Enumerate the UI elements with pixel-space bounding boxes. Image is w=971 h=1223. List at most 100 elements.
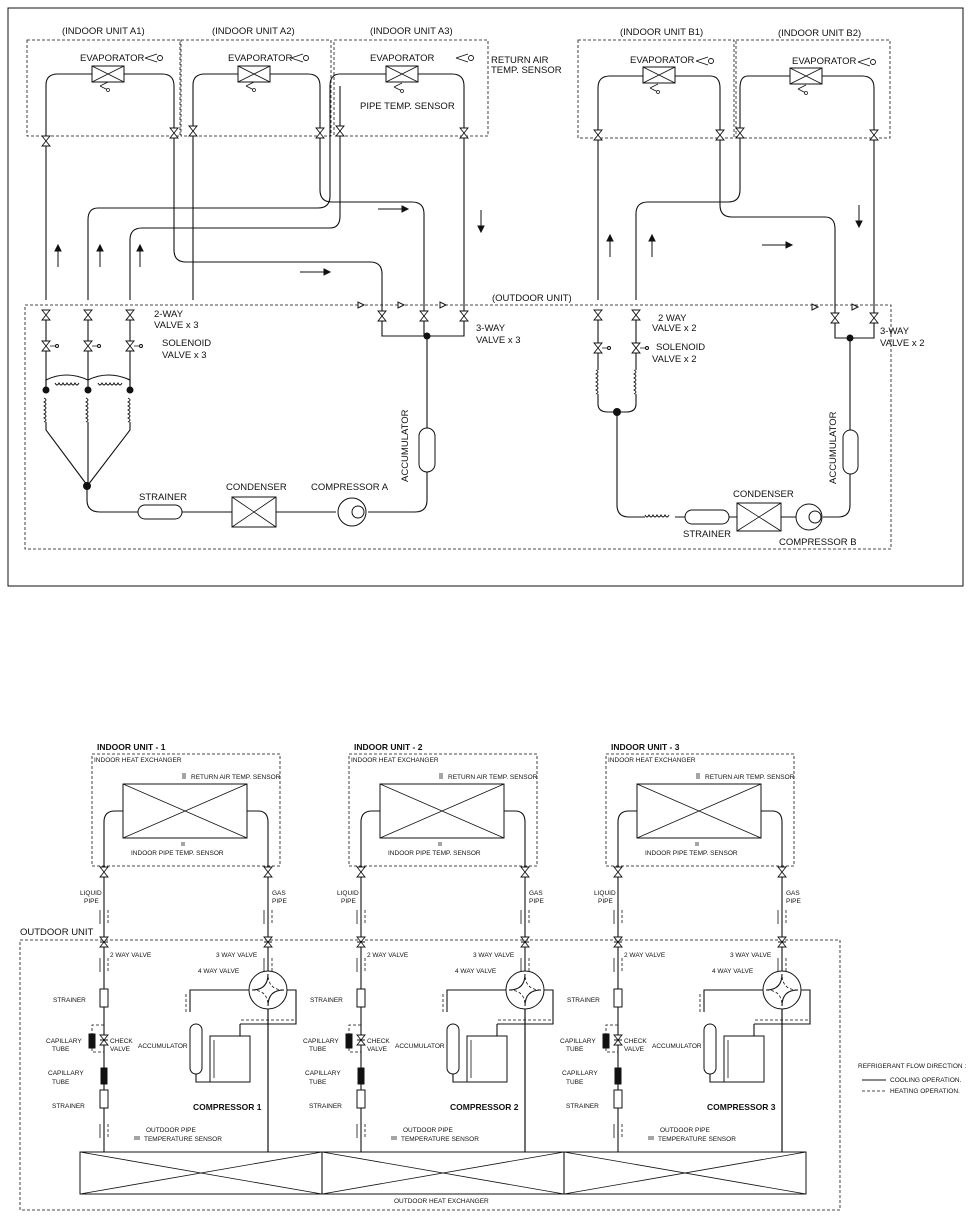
indoor-pipe-sensor-icon [438,842,442,846]
heating-flow-path [699,994,808,1021]
flow-arrow-icon [136,244,144,268]
capillary-label-1: CAPILLARY [560,1038,596,1045]
liquid-pipe-label-1: LIQUID [594,890,616,897]
fan-icon [857,57,876,67]
evaporator-label-a3: EVAPORATOR [370,53,435,64]
check-valve-icon [613,1034,623,1046]
indoor-pipe-sensor-label: INDOOR PIPE TEMP. SENSOR [131,850,224,857]
valve-icon [356,866,366,878]
top-frame [7,7,964,587]
refrigerant-pipe [703,989,811,1152]
outdoor-unit-label-bottom: OUTDOOR UNIT [20,927,94,938]
strainer-icon [613,1089,623,1109]
accumulator-icon [189,1023,203,1075]
indoor-unit-a3-box [333,39,489,137]
top-diagram: (INDOOR UNIT A1) (INDOOR UNIT A2) (INDOO… [7,7,964,587]
two-way-valve-icon [631,309,641,321]
indoor-unit-b2-title: (INDOOR UNIT B2) [778,28,861,39]
valve-icon [335,125,345,137]
flow-arrow-icon [761,241,793,249]
evaporator-a3-icon [385,65,419,83]
outdoor-heat-exchanger [79,1151,807,1195]
pipe-temp-sensor-icon [393,82,404,93]
valve-icon [869,129,879,141]
outdoor-unit-boundary-bottom [19,939,841,1211]
valve-icon [41,135,51,147]
strainer-icon [99,1089,109,1109]
valve-icon [99,866,109,878]
strainer-a-label: STRAINER [139,492,187,503]
valve-icon [263,866,273,878]
heating-flow-path [185,994,294,1021]
bottom-diagram: OUTDOOR UNIT OUTDOOR HEAT EXCHANGER REFR… [19,927,966,1211]
indoor-unit-a1-title: (INDOOR UNIT A1) [62,26,145,37]
flow-arrow-icon [96,244,104,268]
valve-icon [715,129,725,141]
indoor-unit-title: INDOOR UNIT - 1 [97,742,166,752]
return-air-label: RETURN AIR TEMP. SENSOR [705,774,795,781]
capillary-tube-icon [357,1067,365,1085]
fan-icon [290,53,309,63]
refrigerant-pipe [103,810,269,1152]
solenoid-label-a-1: SOLENOID [162,338,211,349]
flow-arrow-icon [477,209,485,233]
solenoid-valve-icon [41,340,51,352]
three-way-valve-icon [419,310,429,322]
flow-arrow-icon [855,204,863,228]
valve-icon [735,127,745,139]
strainer-label-2: STRAINER [309,1103,342,1110]
capillary-label-2: TUBE [566,1046,584,1053]
flow-arrow-icon [299,268,331,276]
three-way-valve-label: 3 WAY VALVE [730,952,772,959]
check-valve-label-2: VALVE [624,1046,645,1053]
four-way-valve-path [508,973,542,1007]
indoor-hx-label: INDOOR HEAT EXCHANGER [608,757,696,764]
accumulator-icon [446,1023,460,1075]
sensor-icon [649,83,660,94]
return-air-label: RETURN AIR TEMP. SENSOR [191,774,281,781]
capillary-tube-icon [614,1067,622,1085]
indoor-pipe-sensor-label: INDOOR PIPE TEMP. SENSOR [645,850,738,857]
two-way-valve-label-a-1: 2-WAY [154,309,184,320]
indoor-hx-cross [379,783,505,839]
bottom-units: INDOOR UNIT - 1 INDOOR HEAT EXCHANGER RETU… [46,742,811,1152]
liquid-pipe-label-2: PIPE [598,898,613,905]
outdoor-pipe-sensor-icon [134,1136,140,1140]
legend-cooling: COOLING OPERATION. [890,1077,962,1084]
indoor-unit-a2-box [180,39,332,137]
liquid-pipe-label-1: LIQUID [80,890,102,897]
two-way-valve-icon [99,936,109,948]
valve-icon [593,129,603,141]
three-way-valve-icon [777,936,787,948]
indoor-hx-label: INDOOR HEAT EXCHANGER [351,757,439,764]
legend-title: REFRIGERANT FLOW DIRECTION : [858,1063,966,1070]
condenser-b-label: CONDENSER [733,489,794,500]
accumulator-label: ACCUMULATOR [395,1043,445,1050]
three-way-valve-icon [263,936,273,948]
solenoid-label-b-2: VALVE x 2 [652,354,697,365]
pipe-temp-sensor-label: PIPE TEMP. SENSOR [360,101,455,112]
gas-pipe-label-2: PIPE [786,898,801,905]
return-air-label-2: TEMP. SENSOR [491,65,562,76]
indoor-hx-cross [636,783,762,839]
flow-arrow-icon [606,234,614,258]
capillary-tube-icon [345,1033,353,1049]
gas-pipe-label-2: PIPE [272,898,287,905]
indoor-hx-label: INDOOR HEAT EXCHANGER [94,757,182,764]
capillary-coil-icon [633,369,637,395]
check-valve-icon [397,301,405,309]
strainer-label-2: STRAINER [52,1103,85,1110]
refrigerant-pipe [709,1024,755,1083]
flow-arrow-icon [377,205,409,213]
three-way-valve-icon [830,312,840,324]
refrigerant-pipe [195,1024,241,1083]
check-valve-label-1: CHECK [624,1038,647,1045]
two-way-valve-icon [125,309,135,321]
outdoor-pipe-sensor-icon [391,1136,397,1140]
indoor-unit-a1-box [26,39,181,137]
heating-flow-path [442,994,551,1021]
valve-icon [777,866,787,878]
check-valve-icon [99,1034,109,1046]
check-valve-icon [439,301,447,309]
indoor-pipe-sensor-icon [695,842,699,846]
